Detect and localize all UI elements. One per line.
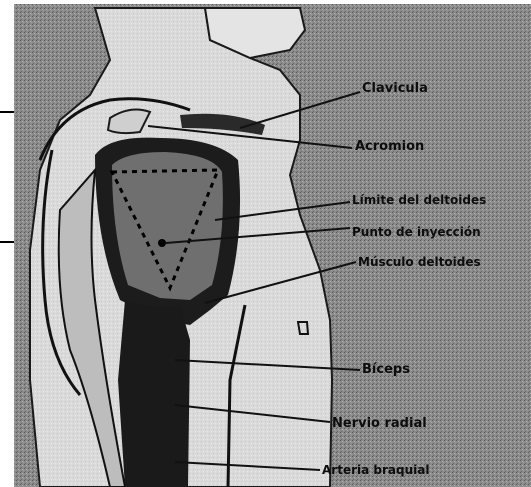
label-radial-nerve: Nervio radial [332, 416, 427, 431]
left-margin [0, 0, 14, 487]
injection-point-dot [158, 239, 166, 247]
label-acromion: Acromion [355, 139, 424, 154]
label-deltoid-muscle: Músculo deltoides [358, 255, 481, 269]
label-injection-point: Punto de inyección [352, 225, 481, 239]
label-deltoid-limit: Límite del deltoides [352, 193, 486, 207]
label-brachial-artery: Arteria braquial [322, 463, 429, 477]
upper-arm [118, 300, 190, 487]
deltoid-muscle-shape [112, 152, 223, 300]
label-clavicle: Clavicula [362, 81, 428, 96]
label-biceps: Bíceps [362, 362, 410, 377]
